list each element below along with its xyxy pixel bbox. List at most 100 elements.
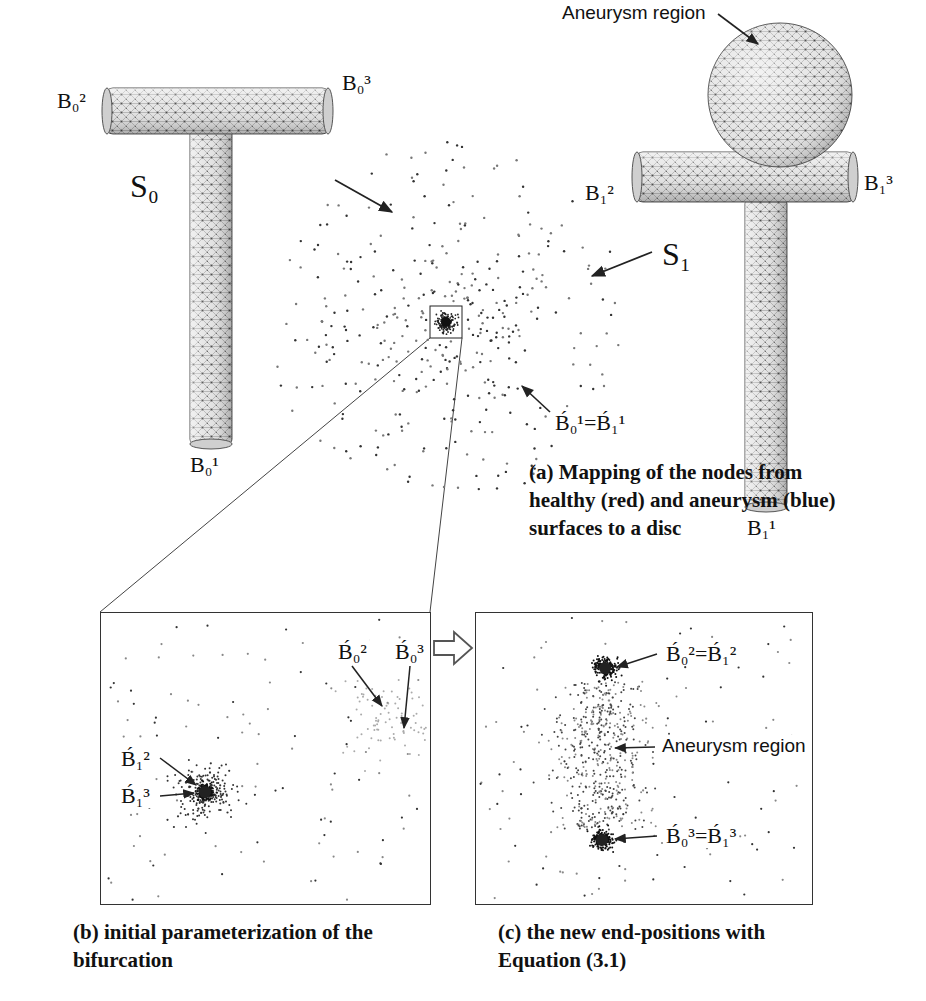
mesh-node [593,770,595,772]
mesh-node [782,879,784,881]
mesh-node [198,799,200,801]
mesh-node [497,347,499,349]
mesh-node [601,724,603,726]
mesh-node [593,749,595,751]
mesh-node [585,775,587,777]
mesh-node [598,791,600,793]
mesh-node [497,253,499,255]
mesh-node [196,802,198,804]
mesh-node [197,788,199,790]
mesh-node [373,729,375,731]
mesh-node [625,621,627,623]
mesh-node [632,706,634,708]
mesh-node [387,433,389,435]
mesh-node [431,484,433,486]
mesh-node [318,346,320,348]
mesh-node [556,721,558,723]
mesh-node [457,314,459,316]
mesh-node [189,786,191,788]
vessel-end [848,152,858,202]
mesh-node [658,705,660,707]
mesh-node [392,269,394,271]
mesh-node [345,329,347,331]
mesh-node [400,722,402,724]
mesh-node [604,676,606,678]
mesh-node [604,267,606,269]
mesh-node [667,717,669,719]
mesh-node [209,811,211,813]
mesh-node [440,326,442,328]
mesh-node [630,712,632,714]
mesh-node [609,722,611,724]
mesh-node [596,658,598,660]
mesh-node [394,703,396,705]
mesh-node [456,144,458,146]
mesh-node [560,730,562,732]
mesh-node [608,689,610,691]
mesh-node [219,784,221,786]
mesh-node [613,758,615,760]
mesh-node [617,662,619,664]
mesh-node [626,808,628,810]
mesh-node [605,797,607,799]
mesh-node [606,332,608,334]
mesh-node [200,812,202,814]
mesh-node [211,790,213,792]
mesh-node [599,708,601,710]
mesh-node [412,180,414,182]
mesh-node [622,734,624,736]
mesh-node [479,421,481,423]
mesh-node [193,800,195,802]
mesh-node [515,302,517,304]
mesh-node [561,224,563,226]
mesh-node [654,788,656,790]
mesh-node [618,820,620,822]
mesh-node [187,813,189,815]
mesh-node [443,418,445,420]
mesh-node [608,693,610,695]
mesh-node [592,723,594,725]
mesh-node [632,764,634,766]
mesh-node [610,797,612,799]
mesh-node [446,333,448,335]
mesh-node [413,715,415,717]
mesh-node [592,758,594,760]
mesh-node [130,690,132,692]
mesh-node [209,772,211,774]
mesh-node [197,808,199,810]
mesh-node [314,352,316,354]
mesh-node [624,880,626,882]
mesh-node [434,321,436,323]
mesh-node [585,692,587,694]
mesh-node [407,350,409,352]
mesh-node [205,774,207,776]
mesh-node [179,780,181,782]
mesh-node [712,720,714,722]
mesh-node [611,795,613,797]
mesh-node [461,273,463,275]
mesh-node [460,363,462,365]
mesh-node [616,790,618,792]
mesh-node [486,330,488,332]
mesh-node [524,349,526,351]
mesh-node [506,304,508,306]
mesh-node [617,706,619,708]
mesh-node [361,733,363,735]
mesh-node [581,772,583,774]
mesh-node [599,755,601,757]
mesh-node [612,697,614,699]
mesh-node [515,296,517,298]
mesh-node [422,705,424,707]
mesh-node [597,672,599,674]
mesh-node [330,687,332,689]
mesh-node [600,683,602,685]
mesh-node [643,820,645,822]
mesh-node [377,324,379,326]
mesh-node [453,325,455,327]
mesh-node [615,813,617,815]
mesh-node [514,845,516,847]
mesh-node [215,800,217,802]
mesh-node [406,325,408,327]
mesh-node [457,283,459,285]
mesh-node [202,802,204,804]
